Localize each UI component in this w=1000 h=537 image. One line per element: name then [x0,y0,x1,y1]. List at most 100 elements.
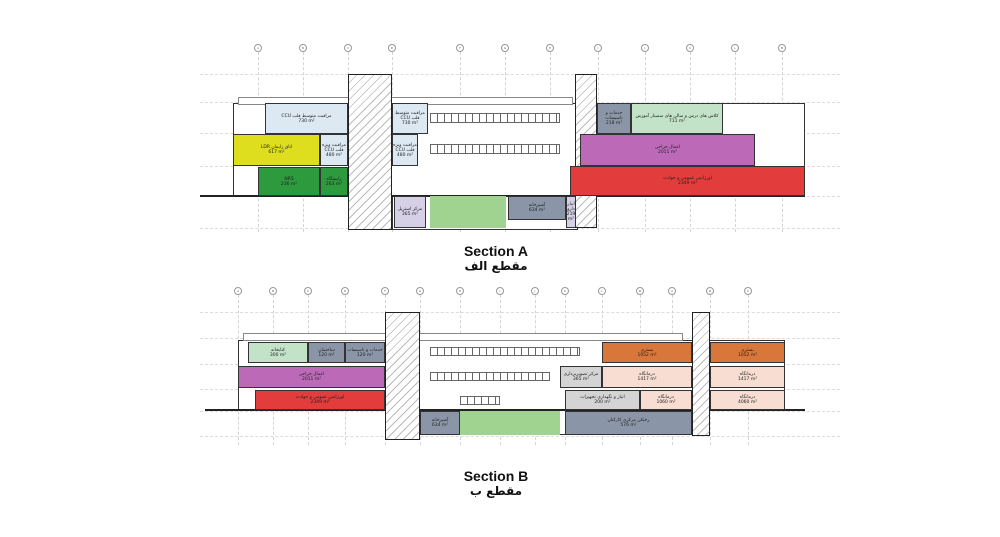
room-area: 617 m² [268,150,285,155]
room-area: 236 m² [280,181,298,187]
room-area: 480 m² [325,152,343,158]
grid-bubble: M [636,287,644,295]
room-area: 300 m² [269,352,287,358]
room-area: 634 m² [431,423,449,428]
room-area: 2349 m² [310,400,330,405]
grid-line-horizontal [200,436,840,437]
room-name: رختکن مرکزی کارکنان [607,418,650,423]
grid-bubble: J [531,287,539,295]
room-area: 576 m² [620,423,637,428]
garden [430,196,506,228]
room-area: 730 m² [298,118,315,124]
room-name: کلاس های درس و سالن های سمینار آموزش [635,113,719,119]
window-band [430,113,560,123]
room-area: 634 m² [528,208,546,213]
grid-bubble: J [641,44,649,52]
grid-bubble: L [731,44,739,52]
room-area: 711 m² [668,118,686,124]
room-name: خدمات و تاسیسات [347,347,383,353]
grid-bubble: K [686,44,694,52]
window-band [430,372,550,381]
room-name: مراقبت متوسط قلب CCU [395,111,425,121]
grid-bubble: M [778,44,786,52]
level-marker [825,193,845,197]
room-area: 365 m² [572,377,590,382]
grid-bubble: L [598,287,606,295]
ground-line [205,409,805,411]
room-name: بستری [741,347,754,353]
room-name: زایشگاه [326,176,342,182]
room-area: 730 m² [401,121,419,126]
stair-tower [348,74,392,230]
grid-bubble: K [561,287,569,295]
room-area: 2349 m² [677,181,698,186]
room-name: مراقبت متوسط قلب CCU [281,113,332,119]
room-area: 2011 m² [657,150,678,155]
level-marker [825,225,845,229]
level-marker [825,71,845,75]
roof-parapet [243,333,683,341]
room-name: مراقبت ویژه قلب CCU [322,142,346,153]
room-area: 263 m² [325,181,343,187]
grid-bubble: B [706,287,714,295]
grid-line-horizontal [200,312,840,313]
window-band [430,347,580,356]
section-b-title-en: Section B [463,468,529,484]
room-name: اورژانس عمومی و حوادث [295,395,345,400]
room-name: کتابخانه [270,347,286,353]
room-area: 1060 m² [656,400,676,405]
grid-bubble: C [744,287,752,295]
room-name: انبار و نگهداری تجهیزات [580,395,625,400]
room-name: درمانگاه [658,395,674,400]
grid-bubble: D [341,287,349,295]
grid-bubble: F [456,44,464,52]
room-name: آشپزخانه [528,203,546,208]
grid-bubble: A [234,287,242,295]
section-b-title-fa: مقطع ب [469,484,523,498]
grid-bubble: G [416,287,424,295]
room-area: 120 m² [318,352,335,358]
room-name: اعمال جراحی [298,372,325,377]
window-band [430,144,560,154]
room-name: اورژانس عمومی و حوادث [663,176,712,181]
section-a-title-en: Section A [463,243,529,259]
room-name: اتاق زایمان LDR [260,145,293,150]
room-area: 219 m² [566,212,576,222]
section-a-title-fa: مقطع الف [464,259,528,273]
grid-bubble: B [299,44,307,52]
stair-tower [385,312,420,440]
level-marker [825,99,845,103]
grid-bubble: A [668,287,676,295]
room-area: 120 m² [356,352,374,358]
room-name: خدمات و تاسیسات [605,111,623,121]
room-area: 2011 m² [301,377,322,382]
garden [460,411,560,435]
level-marker [825,130,845,134]
grid-bubble: D [388,44,396,52]
room-name: مرکز تصویربرداری [563,372,599,377]
grid-bubble: F [381,287,389,295]
room-name: مرکز استریل [397,207,423,212]
room-area: 1417 m² [737,377,758,382]
level-marker [825,163,845,167]
room-area: 365 m² [401,212,419,217]
